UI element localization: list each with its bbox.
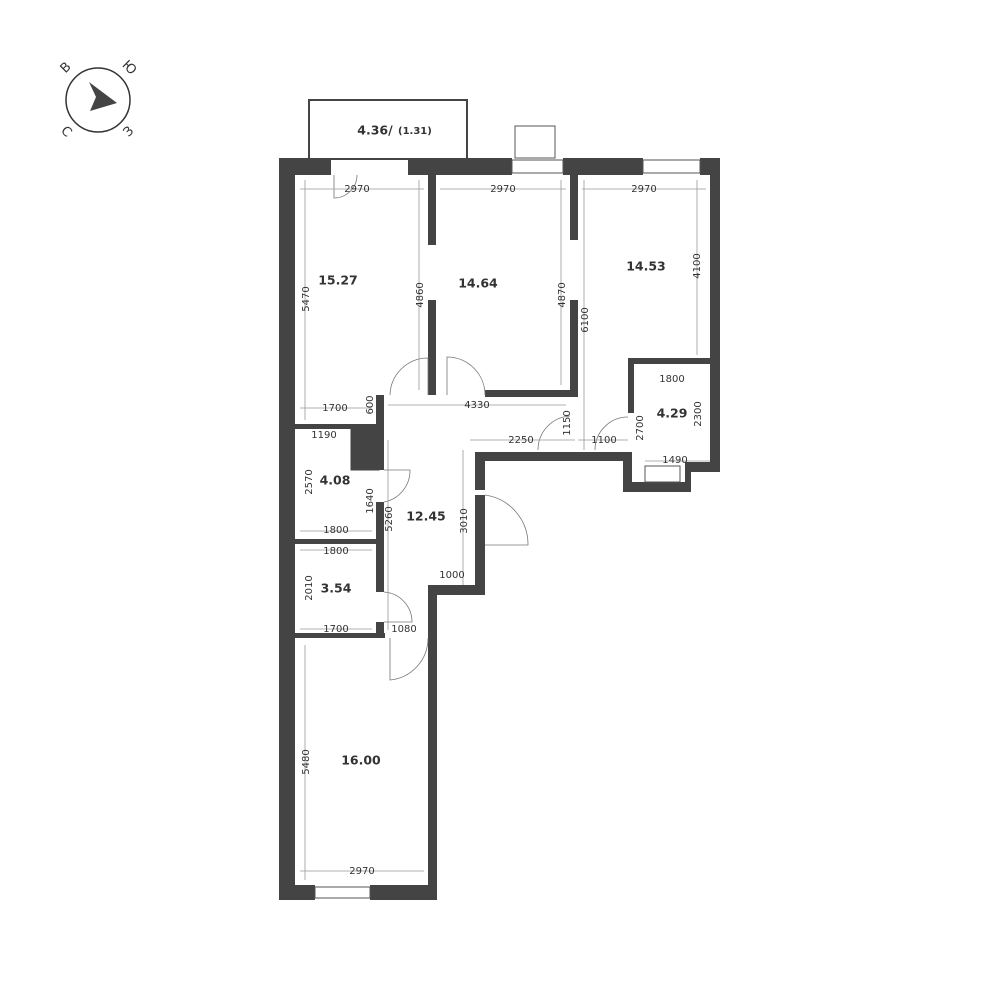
dim-label: 2300 — [693, 401, 704, 426]
room-area-bedroom-1: 15.27 — [318, 273, 358, 288]
dim-label: 5260 — [384, 506, 395, 531]
compass-west: З — [121, 124, 138, 141]
room-area-bedroom-2: 14.64 — [458, 276, 498, 291]
dim-label: 6100 — [580, 307, 591, 332]
walls — [279, 158, 720, 900]
dim-label: 1100 — [591, 435, 616, 446]
ac-unit — [514, 125, 556, 159]
doors — [333, 174, 629, 681]
dim-label: 1490 — [662, 455, 687, 466]
dim-label: 4100 — [692, 253, 703, 278]
room-area-hall: 12.45 — [406, 509, 446, 524]
dim-label: 2970 — [490, 184, 515, 195]
dim-label: 2010 — [304, 575, 315, 600]
compass-south: Ю — [119, 58, 140, 79]
compass-arrow-icon — [89, 82, 117, 111]
room-areas: 15.27 14.64 14.53 4.29 4.08 12.45 3.54 1… — [318, 259, 687, 768]
room-area-bedroom-3: 14.53 — [626, 259, 666, 274]
balcony — [308, 99, 468, 160]
dim-label: 1000 — [439, 570, 464, 581]
dim-label: 2970 — [344, 184, 369, 195]
dimension-lines — [300, 180, 710, 880]
dim-label: 1700 — [323, 624, 348, 635]
dim-label: 600 — [365, 395, 376, 414]
windows — [314, 159, 701, 899]
room-area-bathroom-right: 4.29 — [657, 406, 688, 421]
room-area-bathroom-left: 4.08 — [320, 473, 351, 488]
dim-label: 2250 — [508, 435, 533, 446]
dim-label: 3010 — [459, 508, 470, 533]
dim-label: 4860 — [415, 282, 426, 307]
dim-label: 1800 — [323, 525, 348, 536]
dim-label: 2970 — [631, 184, 656, 195]
dim-label: 1800 — [659, 374, 684, 385]
room-area-wc: 3.54 — [321, 581, 352, 596]
dim-label: 1640 — [365, 488, 376, 513]
dim-label: 4330 — [464, 400, 489, 411]
dim-label: 5470 — [301, 286, 312, 311]
dim-label: 1700 — [322, 403, 347, 414]
dim-label: 2970 — [349, 866, 374, 877]
dim-label: 4870 — [557, 282, 568, 307]
compass-east: В — [58, 60, 75, 77]
dim-label: 1190 — [311, 430, 336, 441]
dimension-labels: 2970 2970 2970 5470 4860 4870 6100 4100 … — [301, 184, 704, 877]
dim-label: 1150 — [562, 410, 573, 435]
balcony-reduced-area: (1.31) — [398, 126, 432, 137]
balcony-area: 4.36/ — [357, 123, 393, 138]
room-area-living: 16.00 — [341, 753, 381, 768]
dim-label: 1800 — [323, 546, 348, 557]
dim-label: 5480 — [301, 749, 312, 774]
dim-label: 2700 — [635, 415, 646, 440]
compass-north: С — [57, 123, 74, 140]
compass: В Ю С З — [57, 58, 139, 141]
dim-label: 1080 — [391, 624, 416, 635]
dim-label: 2570 — [304, 469, 315, 494]
